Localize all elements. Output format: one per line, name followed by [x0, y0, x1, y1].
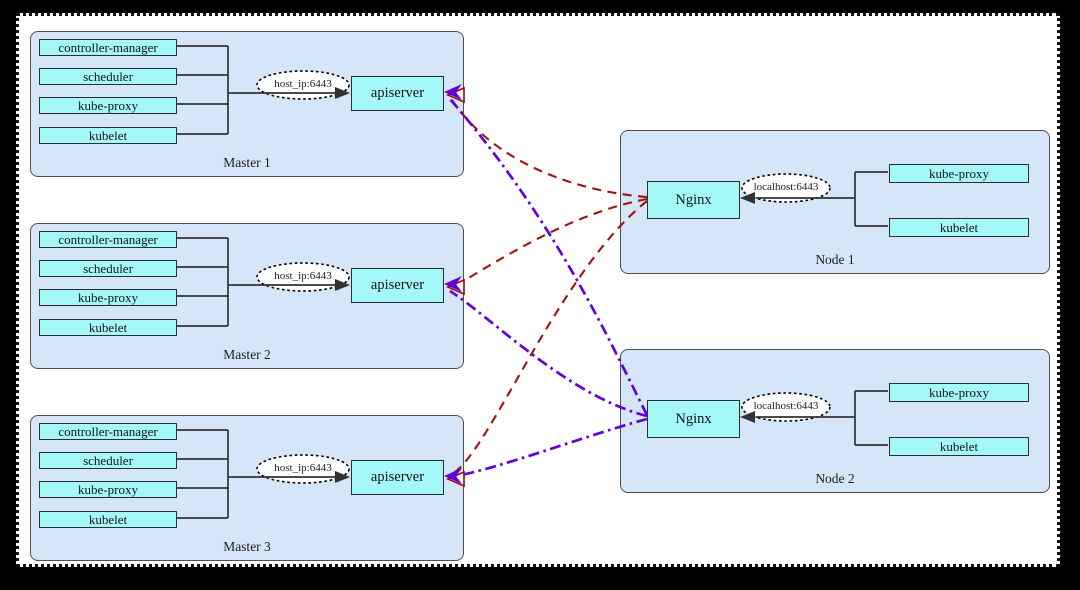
- kubelet-box: kubelet: [39, 127, 177, 144]
- master-1-group: controller-manager scheduler kube-proxy …: [30, 31, 464, 177]
- kube-proxy-box: kube-proxy: [39, 289, 177, 306]
- kubelet-box: kubelet: [889, 218, 1029, 237]
- node-2-group: Nginx kube-proxy kubelet Node 2: [620, 349, 1050, 493]
- node-1-group: Nginx kube-proxy kubelet Node 1: [620, 130, 1050, 274]
- controller-manager-box: controller-manager: [39, 231, 177, 248]
- scheduler-box: scheduler: [39, 68, 177, 85]
- master-3-group: controller-manager scheduler kube-proxy …: [30, 415, 464, 561]
- nginx-box: Nginx: [647, 181, 740, 219]
- controller-manager-box: controller-manager: [39, 423, 177, 440]
- endpoint-label: host_ip:6443: [274, 78, 332, 90]
- kube-proxy-box: kube-proxy: [39, 97, 177, 114]
- apiserver-box: apiserver: [351, 460, 444, 495]
- scheduler-box: scheduler: [39, 260, 177, 277]
- controller-manager-box: controller-manager: [39, 39, 177, 56]
- endpoint-label: localhost:6443: [753, 400, 819, 412]
- kubelet-box: kubelet: [889, 437, 1029, 456]
- kubelet-box: kubelet: [39, 511, 177, 528]
- group-title: Master 2: [223, 347, 271, 362]
- endpoint-label: host_ip:6443: [274, 462, 332, 474]
- scheduler-box: scheduler: [39, 452, 177, 469]
- group-title: Master 3: [223, 539, 271, 554]
- group-title: Master 1: [223, 155, 271, 170]
- kube-proxy-box: kube-proxy: [39, 481, 177, 498]
- kube-proxy-box: kube-proxy: [889, 383, 1029, 402]
- apiserver-box: apiserver: [351, 76, 444, 111]
- endpoint-label: host_ip:6443: [274, 270, 332, 282]
- group-title: Node 2: [815, 471, 855, 486]
- master-2-group: controller-manager scheduler kube-proxy …: [30, 223, 464, 369]
- kubelet-box: kubelet: [39, 319, 177, 336]
- endpoint-label: localhost:6443: [753, 181, 819, 193]
- group-title: Node 1: [815, 252, 855, 267]
- nginx-box: Nginx: [647, 400, 740, 438]
- kube-proxy-box: kube-proxy: [889, 164, 1029, 183]
- apiserver-box: apiserver: [351, 268, 444, 303]
